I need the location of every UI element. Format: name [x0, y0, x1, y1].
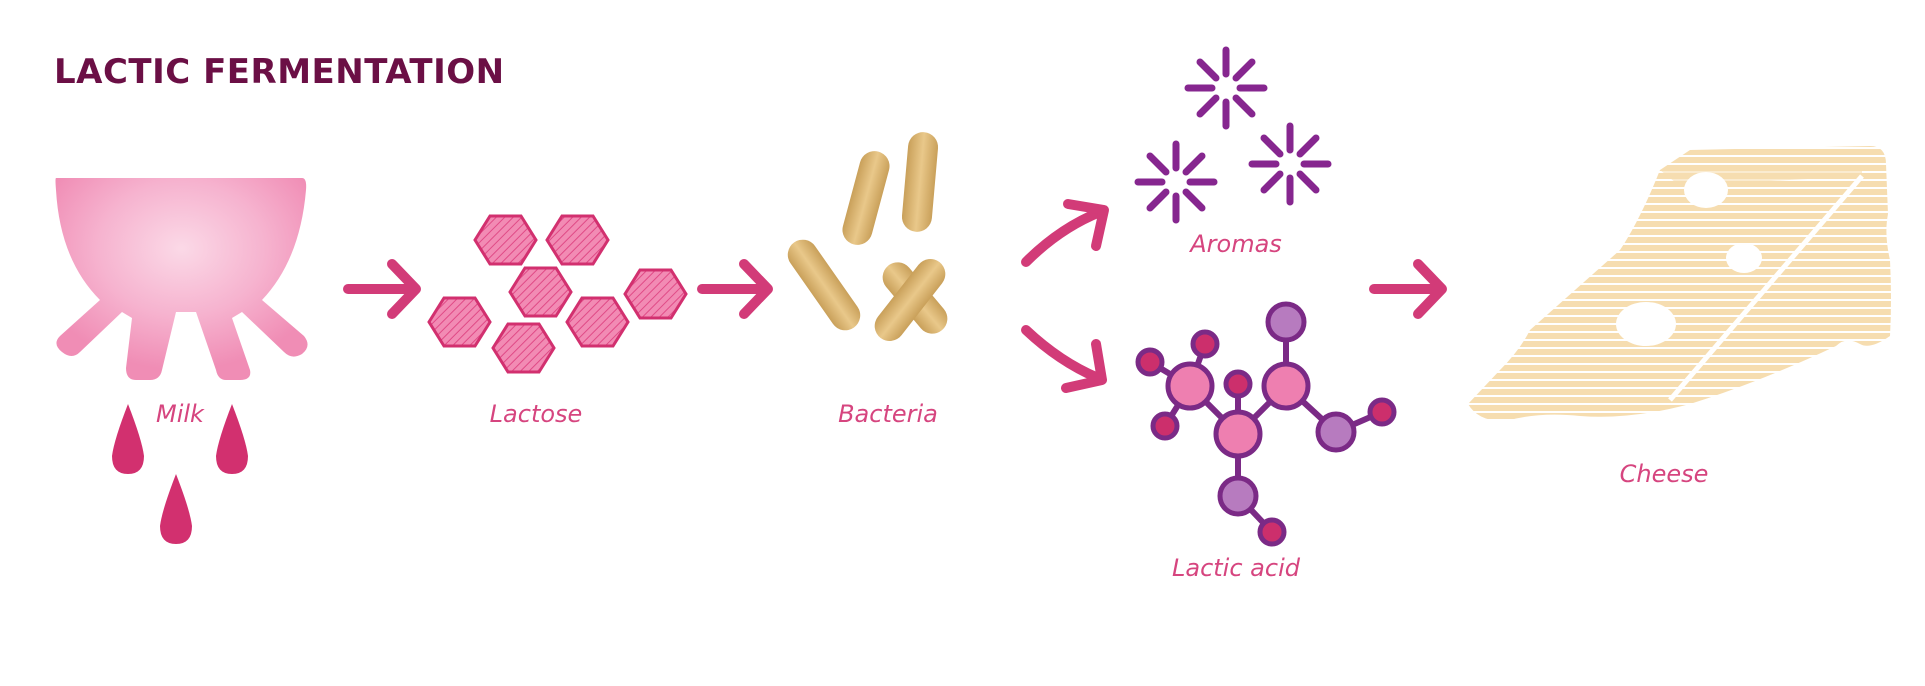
lactose-hexagon-icon — [623, 268, 688, 320]
milk-drops — [112, 404, 248, 544]
diagram-title: LACTIC FERMENTATION — [54, 52, 505, 92]
bacteria-icon — [842, 151, 890, 245]
lactose-hexagon-icon — [565, 296, 630, 348]
lactose-hexagon-icon — [473, 214, 538, 266]
cheese-icon — [1468, 146, 1891, 421]
aroma-burst-icon — [1248, 122, 1332, 206]
label-cheese: Cheese — [1619, 460, 1709, 488]
aroma-burst-icon — [1134, 140, 1218, 224]
arrow-icon — [1021, 325, 1107, 393]
aroma-burst-icon — [1184, 46, 1268, 130]
bacteria-icon — [874, 258, 946, 342]
arrow-icon — [1369, 259, 1447, 319]
label-milk: Milk — [156, 400, 204, 428]
lactose-hexagon-icon — [508, 266, 573, 318]
bacteria-group — [787, 132, 948, 342]
milk-drop-icon — [216, 404, 248, 474]
milk-drop-icon — [112, 404, 144, 474]
udder-icon — [55, 178, 308, 380]
lactose-hexagon-icon — [491, 322, 556, 374]
bacteria-icon — [901, 132, 939, 232]
molecule-icon — [1135, 301, 1397, 547]
label-aromas: Aromas — [1190, 230, 1282, 258]
label-lactic-acid: Lactic acid — [1172, 554, 1300, 582]
label-bacteria: Bacteria — [838, 400, 938, 428]
lactose-cluster — [427, 214, 688, 374]
lactose-hexagon-icon — [427, 296, 492, 348]
lactose-hexagon-icon — [545, 214, 610, 266]
milk-drop-icon — [160, 474, 192, 544]
arrow-icon — [1021, 199, 1109, 267]
bacteria-icon — [787, 239, 861, 331]
label-lactose: Lactose — [489, 400, 583, 428]
arrow-icon — [697, 259, 773, 319]
arrow-icon — [343, 259, 421, 319]
